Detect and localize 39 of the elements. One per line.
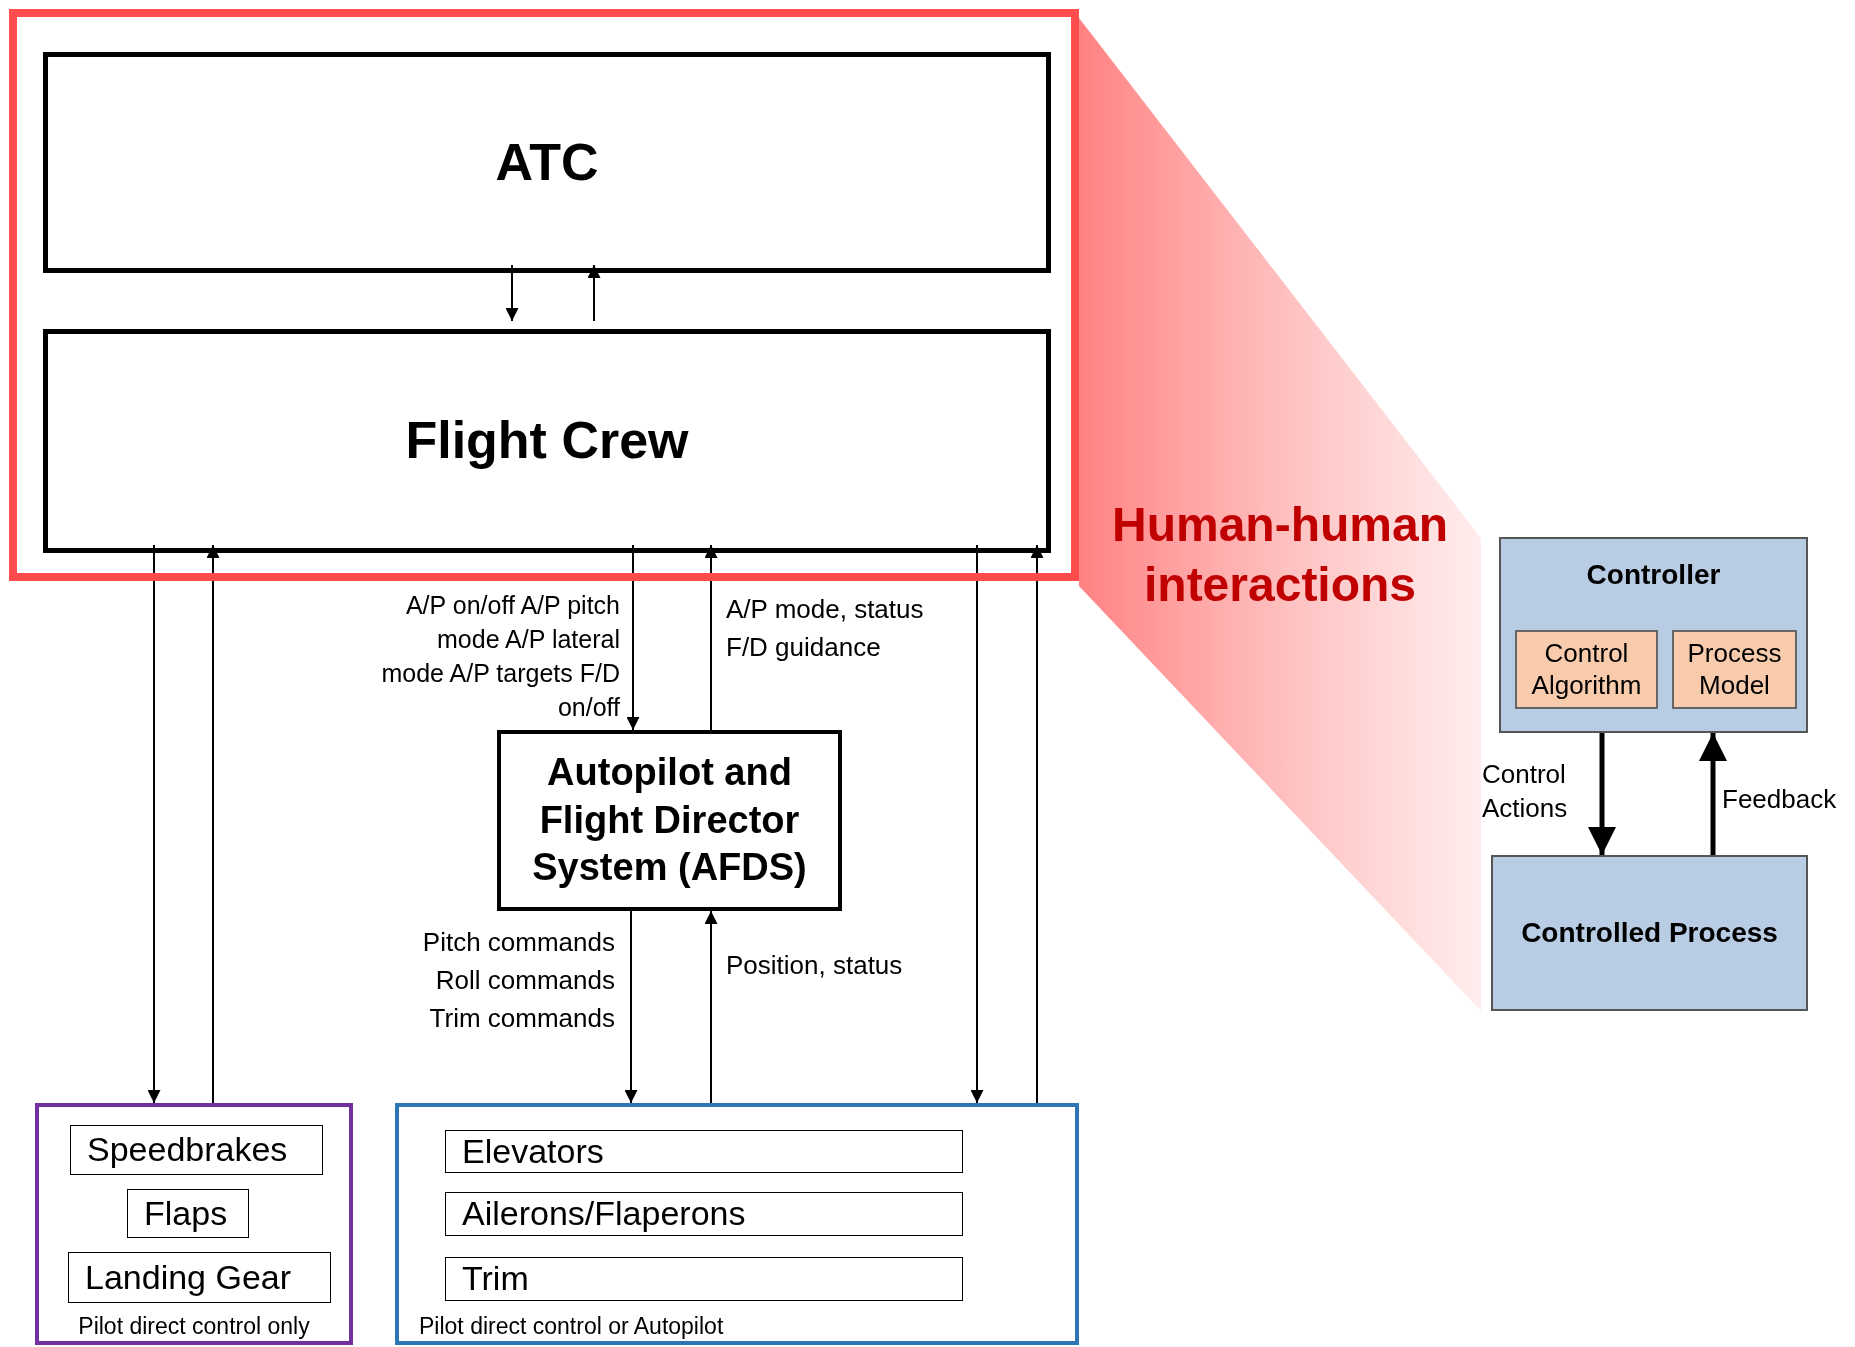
arrow xyxy=(624,910,638,1104)
arrow xyxy=(1699,733,1727,855)
edge-label: Control Actions xyxy=(1482,758,1569,825)
arrow xyxy=(970,544,984,1104)
group-title: Pilot direct control only xyxy=(77,1312,311,1341)
arrow xyxy=(626,544,640,731)
process-box: Controlled Process xyxy=(1491,855,1808,1011)
process-box: Autopilot and Flight Director System (AFDS) xyxy=(497,730,842,911)
callout-text: Human-human interactions xyxy=(1111,497,1449,613)
process-box: Ailerons/Flaperons xyxy=(445,1192,963,1236)
process-box: Flaps xyxy=(127,1189,249,1238)
arrow xyxy=(587,264,601,322)
edge-label: Feedback xyxy=(1722,783,1838,816)
edge-label: A/P mode, status F/D guidance xyxy=(726,593,925,664)
process-box: Landing Gear xyxy=(68,1252,331,1303)
arrow xyxy=(505,264,519,322)
highlight-frame xyxy=(9,9,1079,581)
edge-label: Position, status xyxy=(726,949,904,982)
controller-panel xyxy=(1499,537,1808,733)
group-title: Controller xyxy=(1585,558,1722,592)
edge-label: A/P on/off A/P pitch mode A/P lateral mode A/P targets F/D on/off xyxy=(380,590,620,723)
arrow xyxy=(206,544,220,1104)
process-box: Trim xyxy=(445,1257,963,1301)
arrow xyxy=(1030,544,1044,1104)
group-panel xyxy=(395,1103,1079,1345)
arrow xyxy=(704,910,718,1104)
process-box: Process Model xyxy=(1672,630,1797,709)
process-box: Control Algorithm xyxy=(1515,630,1658,709)
arrow xyxy=(704,544,718,731)
process-box: Speedbrakes xyxy=(70,1125,323,1175)
group-title: Pilot direct control or Autopilot xyxy=(419,1312,724,1341)
arrow xyxy=(147,544,161,1104)
edge-label: Pitch commands Roll commands Trim commands xyxy=(421,926,615,1035)
process-box: Elevators xyxy=(445,1130,963,1173)
process-box: ATC xyxy=(43,52,1051,273)
arrow xyxy=(1588,733,1616,855)
highlight-funnel xyxy=(1079,18,1481,1011)
process-box: Flight Crew xyxy=(43,329,1051,553)
group-panel xyxy=(35,1103,353,1345)
